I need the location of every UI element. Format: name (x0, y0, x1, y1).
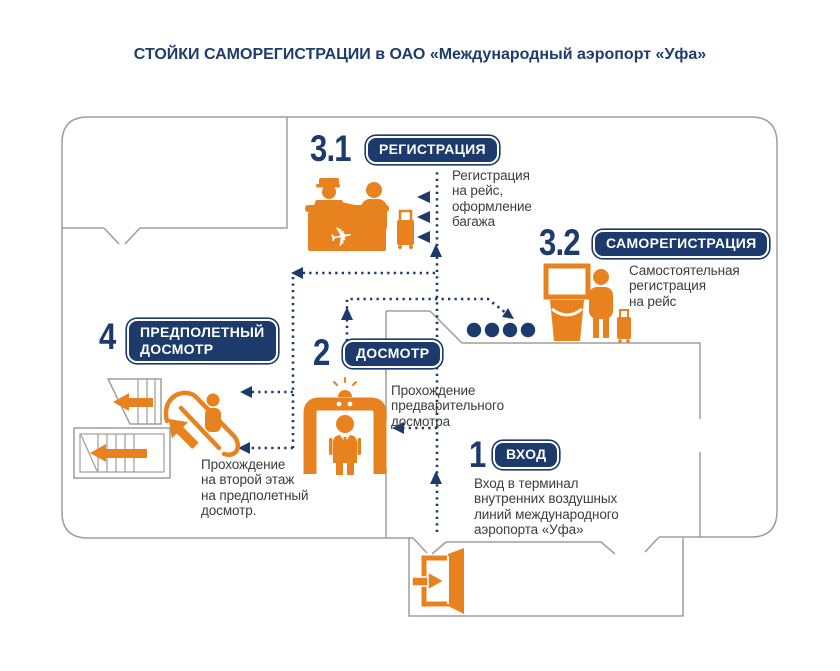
terminal-walls (61, 116, 778, 617)
outer-wall (61, 116, 778, 539)
badge-entrance: ВХОД (493, 441, 560, 469)
wall-break-marks (412, 536, 660, 555)
description-entrance: Вход в терминал внутренних воздушных лин… (474, 476, 619, 537)
upper-left-room-wall (62, 117, 288, 229)
page-title: СТОЙКИ САМОРЕГИСТРАЦИИ в ОАО «Международ… (133, 46, 707, 63)
arrow-up-registration (430, 244, 442, 257)
queue-marker-1 (417, 191, 430, 203)
arrow-left-stairs (238, 442, 250, 454)
arrow-diag-to-kiosks (502, 308, 514, 319)
description-preflight: Прохождение на второй этаж на предполетн… (201, 457, 309, 518)
entrance-vestibule-wall (408, 538, 684, 617)
metal-detector-icon (303, 377, 387, 475)
description-registration: Регистрация на рейс, оформление багажа (452, 168, 532, 229)
badge-preflight: ПРЕДПОЛЕТНЫЙ ДОСМОТР (127, 319, 278, 364)
queue-dot (466, 322, 482, 338)
arrow-up-entrance (430, 471, 442, 484)
stairs-top-view-icon (106, 378, 162, 425)
step-number-preflight: 4 (99, 316, 116, 357)
selfcheck-kiosk-icon (543, 263, 631, 343)
badge-inspection: ДОСМОТР (343, 340, 443, 368)
description-inspection: Прохождение предварительного досмотра (391, 383, 504, 429)
route-inspection-to-kiosks (345, 297, 512, 341)
queue-marker-2 (417, 211, 430, 223)
description-self-registration: Самостоятельная регистрация на рейс (629, 263, 740, 309)
queue-dot (520, 322, 536, 338)
escalator-icon (163, 390, 241, 458)
security-zone-wall (386, 310, 701, 537)
route-arrowheads (238, 191, 514, 484)
arrow-left-preflight (291, 267, 303, 279)
arrow-left-inspection (392, 422, 404, 434)
room-break-marks (103, 227, 141, 245)
badge-registration: РЕГИСТРАЦИЯ (366, 136, 499, 164)
queue-dot (484, 322, 500, 338)
airplane-glyph: ✈ (328, 220, 355, 253)
checkin-desk-icon: ✈ (305, 178, 414, 254)
queue-dot (502, 322, 518, 338)
queue-dots (466, 322, 536, 338)
arrow-up-from-inspection (341, 307, 353, 320)
queue-marker-3 (417, 231, 430, 243)
step-number-self-registration: 3.2 (539, 222, 581, 263)
step-number-entrance: 1 (469, 434, 486, 475)
badge-self-registration: САМОРЕГИСТРАЦИЯ (593, 230, 770, 258)
entrance-door-icon (411, 548, 464, 614)
step-number-inspection: 2 (313, 332, 330, 373)
stairs-side-view-icon (73, 427, 171, 479)
arrow-left-escalator (240, 386, 252, 398)
step-number-registration: 3.1 (310, 128, 352, 169)
